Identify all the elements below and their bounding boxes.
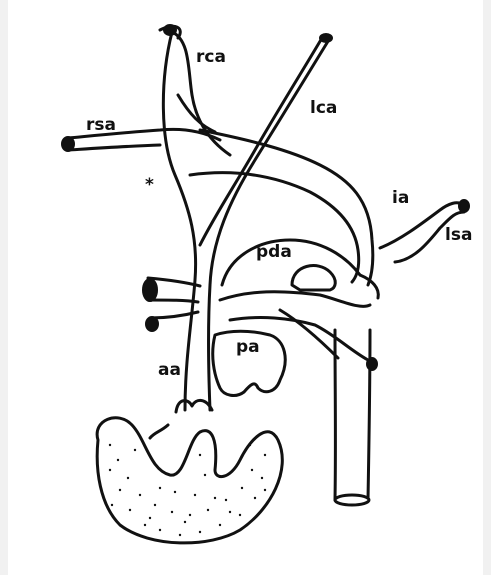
descending-aorta bbox=[335, 330, 370, 505]
label-ia: ia bbox=[392, 188, 409, 208]
label-rca: rca bbox=[196, 47, 226, 67]
label-rsa: rsa bbox=[86, 115, 116, 135]
label-pda: pda bbox=[256, 242, 292, 262]
label-pa: pa bbox=[236, 337, 260, 357]
labels: rca lca rsa * ia lsa pda pa aa bbox=[86, 47, 472, 380]
ductus-arteriosus bbox=[222, 240, 378, 298]
label-lca: lca bbox=[310, 98, 337, 118]
heart bbox=[97, 418, 282, 543]
label-asterisk: * bbox=[145, 175, 154, 195]
label-lsa: lsa bbox=[445, 225, 472, 245]
label-aa: aa bbox=[158, 360, 181, 380]
